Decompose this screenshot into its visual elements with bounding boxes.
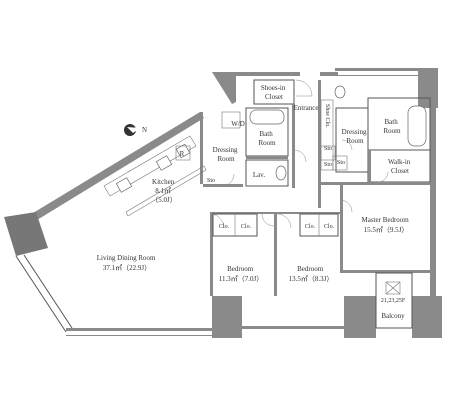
refrigerator-label: R	[180, 150, 185, 158]
closet-4-label: Clo.	[324, 224, 335, 230]
bedroom-2-label: Bedroom 13.5㎡（8.3J）	[289, 265, 334, 283]
closet-3-label: Clo.	[305, 224, 316, 230]
closet-2-label: Clo.	[241, 224, 252, 230]
bath-left-label: Bath Room	[258, 130, 276, 147]
sto-small-label: Sto	[207, 178, 215, 184]
walk-in-closet-label: Walk-in Closet	[388, 158, 412, 175]
sto-2-label: Sto	[324, 162, 332, 168]
floors-label: 21,23,25F	[381, 298, 406, 304]
kitchen-label: Kitchen 8.1㎡ （5.0J）	[151, 178, 176, 204]
dressing-left-label: Dressing Room	[213, 146, 240, 163]
closets	[212, 99, 348, 237]
room-labels: Shoes-in Closet Entrance Shoe Clo. W/D B…	[97, 84, 412, 320]
dressing-right-label: Dressing Room	[342, 128, 369, 145]
lav-label: Lav.	[253, 171, 265, 179]
balcony-label: Balcony	[381, 312, 405, 320]
compass-label: N	[142, 126, 147, 134]
fixtures	[115, 85, 427, 295]
north-arrow-icon: N	[124, 124, 147, 136]
sto-1-label: Sto	[324, 146, 332, 152]
bath-right-label: Bath Room	[383, 118, 401, 135]
shoe-closet-label: Shoe Clo.	[324, 104, 330, 128]
master-bedroom-label: Master Bedroom 15.5㎡（9.5J）	[362, 216, 411, 234]
shoes-in-closet-label: Shoes-in Closet	[261, 84, 287, 101]
wd-label: W/D	[231, 120, 245, 128]
doors	[209, 79, 389, 229]
closet-1-label: Clo.	[219, 224, 230, 230]
sto-3-label: Sto	[337, 160, 345, 166]
bedroom-1-label: Bedroom 11.3㎡（7.0J）	[219, 265, 263, 283]
entrance-label: Entrance	[294, 104, 319, 112]
interior-walls	[103, 79, 431, 329]
exterior-walls	[4, 68, 442, 338]
living-dining-label: Living Dining Room 37.1㎡（22.9J）	[97, 254, 157, 272]
